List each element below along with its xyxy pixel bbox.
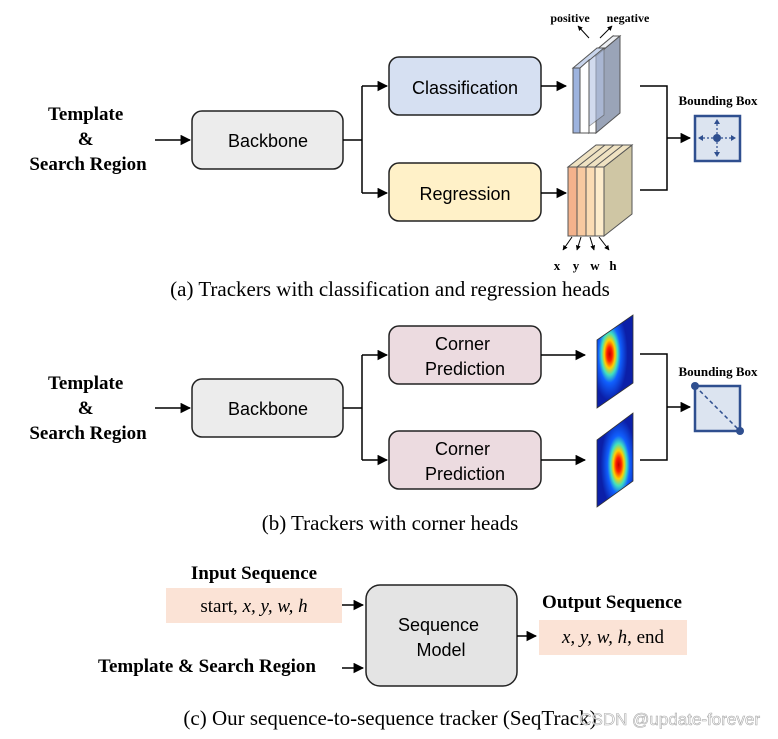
regression-output-map [566,143,634,238]
corner-head-1-label: Corner Prediction [425,334,505,379]
reg-label-x: x [554,258,561,273]
panel-a: Template & Search Region Backbone Classi… [29,11,758,301]
arrow-positive [577,25,590,39]
arrow-w [589,236,596,251]
arrow-x [562,236,573,251]
input-sequence-text: start, x, y, w, h [200,596,307,617]
arrow-y [575,236,582,251]
sequence-model-label: Sequence Model [398,615,484,660]
output-sequence-box [539,620,687,655]
corner-heatmap-bottom-right [596,412,634,508]
panel-b: Template & Search Region Backbone Corner… [29,314,758,535]
classification-output-map [571,34,622,135]
output-sequence-text: x, y, w, h, end [561,627,665,648]
bbox-label-b: Bounding Box [678,364,758,379]
arrow-negative [599,25,613,39]
bounding-box-b [691,382,744,435]
bbox-label-a: Bounding Box [678,93,758,108]
regression-label: Regression [419,184,510,204]
corner-head-2-label: Corner Prediction [425,439,505,484]
regression-head [388,162,542,222]
backbone-label-a: Backbone [228,131,308,151]
bounding-box-a [693,114,742,163]
template-search-label: Template & Search Region [98,656,316,677]
panel-b-input-label: Template & Search Region [29,373,147,444]
panel-c: Input Sequence start, x, y, w, h Templat… [98,563,687,730]
negative-label: negative [607,11,650,25]
merge-bracket-b [640,353,668,461]
arrow-h [598,236,610,251]
reg-label-w: w [590,258,600,273]
input-sequence-title: Input Sequence [191,563,317,584]
sequence-model-block [365,584,518,687]
backbone-label-b: Backbone [228,399,308,419]
watermark: CSDN @update-forever [579,710,760,729]
panel-a-input-label: Template & Search Region [29,104,147,175]
classification-label: Classification [412,78,518,98]
corner-heatmap-top-left [596,314,634,409]
output-sequence-title: Output Sequence [542,592,682,613]
positive-label: positive [550,11,590,25]
caption-a: (a) Trackers with classification and reg… [170,277,610,301]
input-sequence-box [166,588,342,623]
reg-label-h: h [609,258,617,273]
reg-label-y: y [573,258,580,273]
caption-b: (b) Trackers with corner heads [262,511,519,535]
caption-c: (c) Our sequence-to-sequence tracker (Se… [183,706,596,730]
merge-bracket-a [640,85,668,191]
